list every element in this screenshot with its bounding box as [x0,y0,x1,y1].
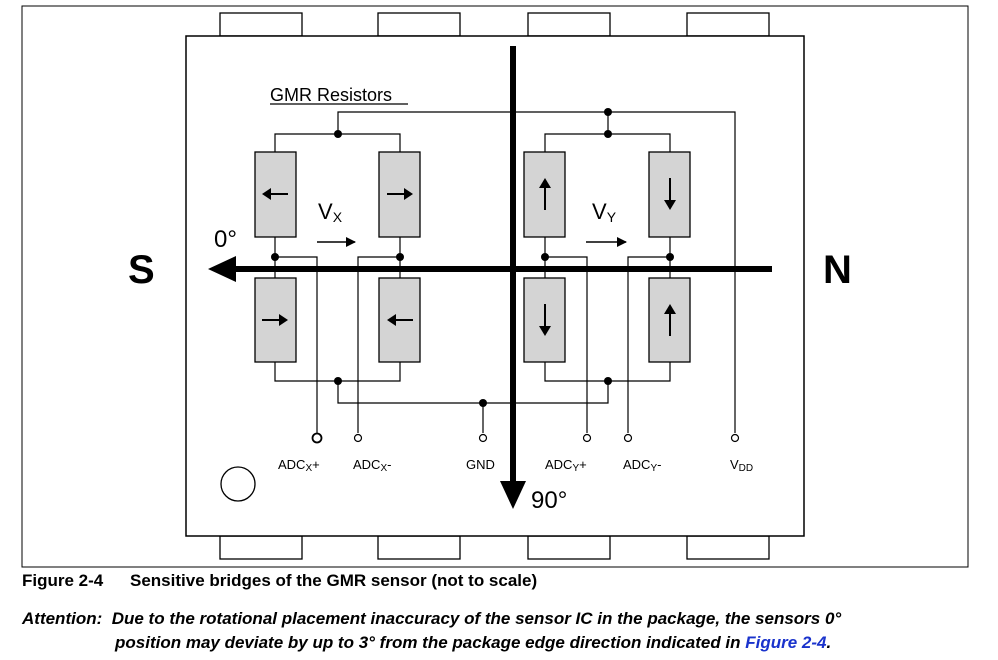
package-pin-bottom-4 [686,535,770,560]
magnetization-arrowhead-down-icon [664,200,676,210]
angle-zero-label: 0° [214,226,237,253]
pin-terminals [311,432,740,444]
terminal-adcy-minus [623,433,633,443]
package-pin-top-2 [377,12,461,37]
terminal-adcy-plus [582,433,592,443]
terminal-adcx-minus [353,433,363,443]
pin-label-vdd: VDD [730,457,753,474]
magnetization-arrowhead-left-icon [262,188,271,200]
magnetization-arrowhead-up-icon [539,178,551,188]
arrowhead-zero-deg-icon [208,256,236,282]
package-pin-top-1 [219,12,303,37]
terminal-vdd [730,433,740,443]
gmr-resistors-label: GMR Resistors [270,85,392,105]
pin-label-gnd: GND [466,457,495,472]
figure-number: Figure 2-4 [22,571,104,590]
magnetization-arrowhead-up-icon [664,304,676,314]
magnetization-arrowhead-down-icon [539,326,551,336]
pole-south-label: S [128,248,155,292]
junction-dots [271,108,674,407]
angle-ninety-label: 90° [531,487,567,514]
pin1-marker [220,466,256,502]
arrowhead-ninety-deg-icon [500,481,526,509]
pole-north-label: N [823,248,852,292]
pin-label-adcy-plus: ADCY+ [545,457,587,474]
package-pin-top-4 [686,12,770,37]
vy-label: VY [592,199,617,225]
terminal-adcx-plus [311,432,323,444]
attention-note: Attention: Due to the rotational placeme… [22,607,841,655]
package-pin-bottom-3 [527,535,611,560]
package-pin-bottom-2 [377,535,461,560]
attention-label: Attention: [22,609,103,628]
package-pins [219,12,770,560]
figure-link[interactable]: Figure 2-4 [745,633,827,652]
magnetization-arrowhead-right-icon [279,314,288,326]
pin-label-adcx-plus: ADCX+ [278,457,320,474]
figure-caption-text: Sensitive bridges of the GMR sensor (not… [130,571,538,590]
magnetization-arrows [262,178,676,336]
junction-dot [271,253,279,261]
vx-label: VX [318,199,343,225]
figure-frame [21,5,969,568]
attention-line2: position may deviate by up to 3° from th… [115,633,746,652]
junction-dot [479,399,487,407]
magnetization-arrowhead-right-icon [404,188,413,200]
terminal-gnd [478,433,488,443]
junction-dot [396,253,404,261]
gmr-bridge-diagram: GMR Resistors S N 0° 90° VX VY ADCX+ ADC… [21,5,969,568]
attention-line2-end: . [826,633,832,652]
junction-dot [604,130,612,138]
junction-dot [666,253,674,261]
magnetization-arrowhead-left-icon [387,314,396,326]
junction-dot [334,377,342,385]
package-pin-bottom-1 [219,535,303,560]
pin-label-adcy-minus: ADCY- [623,457,661,474]
junction-dot [604,108,612,116]
junction-dot [604,377,612,385]
figure-caption: Figure 2-4 Sensitive bridges of the GMR s… [22,571,537,591]
attention-line1: Due to the rotational placement inaccura… [111,609,842,628]
junction-dot [541,253,549,261]
pin-label-adcx-minus: ADCX- [353,457,391,474]
axes [232,46,772,486]
package-pin-top-3 [527,12,611,37]
junction-dot [334,130,342,138]
